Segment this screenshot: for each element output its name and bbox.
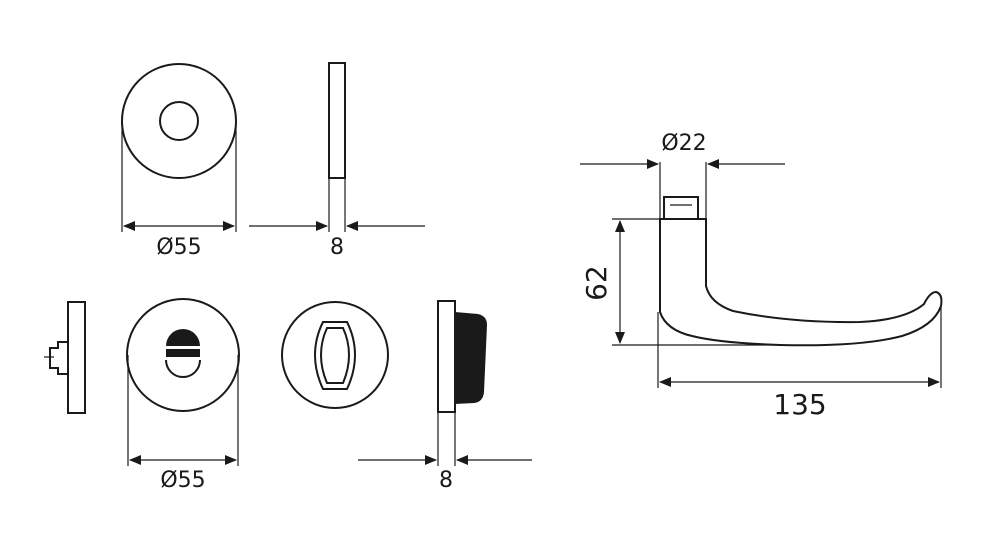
neck-diameter-label: Ø22 — [661, 131, 706, 156]
wc-indicator-rose-outline — [126, 298, 240, 412]
height-label: 62 — [580, 265, 613, 301]
rose-front-view: Ø55 — [121, 63, 237, 260]
thumb-turn-thickness-label: 8 — [439, 468, 453, 493]
wc-indicator-lower-arc — [165, 359, 201, 378]
rose-diameter-label: Ø55 — [156, 235, 201, 260]
wc-turn-plate-outline — [67, 301, 86, 414]
wc-indicator-bar — [166, 349, 200, 357]
rose-outline — [121, 63, 237, 179]
wc-turn-side-view — [44, 301, 86, 414]
thumb-turn-knob-side — [455, 312, 487, 404]
thumb-turn-plate-outline — [437, 300, 456, 413]
thumb-turn-rose-outline — [281, 301, 389, 409]
wc-turn-spindle — [49, 341, 68, 375]
thumb-turn-knob-inner — [319, 327, 351, 384]
handle-lever-outline — [659, 218, 943, 347]
rose-center-hole — [159, 101, 199, 141]
rose-side-view: 8 — [249, 62, 425, 260]
handle-spindle-cap — [663, 196, 699, 220]
rose-side-outline — [328, 62, 346, 179]
thumb-turn-knob-outer — [313, 321, 357, 390]
lever-handle-view: Ø22 62 135 — [580, 131, 943, 421]
rose-thickness-label: 8 — [330, 235, 344, 260]
wc-rose-diameter-label: Ø55 — [160, 468, 205, 493]
wc-indicator-rose-view: Ø55 — [126, 298, 240, 493]
length-label: 135 — [773, 388, 826, 421]
wc-thumb-turn-front-view — [281, 301, 389, 409]
wc-indicator-upper-half — [166, 329, 200, 346]
wc-thumb-turn-side-view: 8 — [358, 300, 532, 493]
